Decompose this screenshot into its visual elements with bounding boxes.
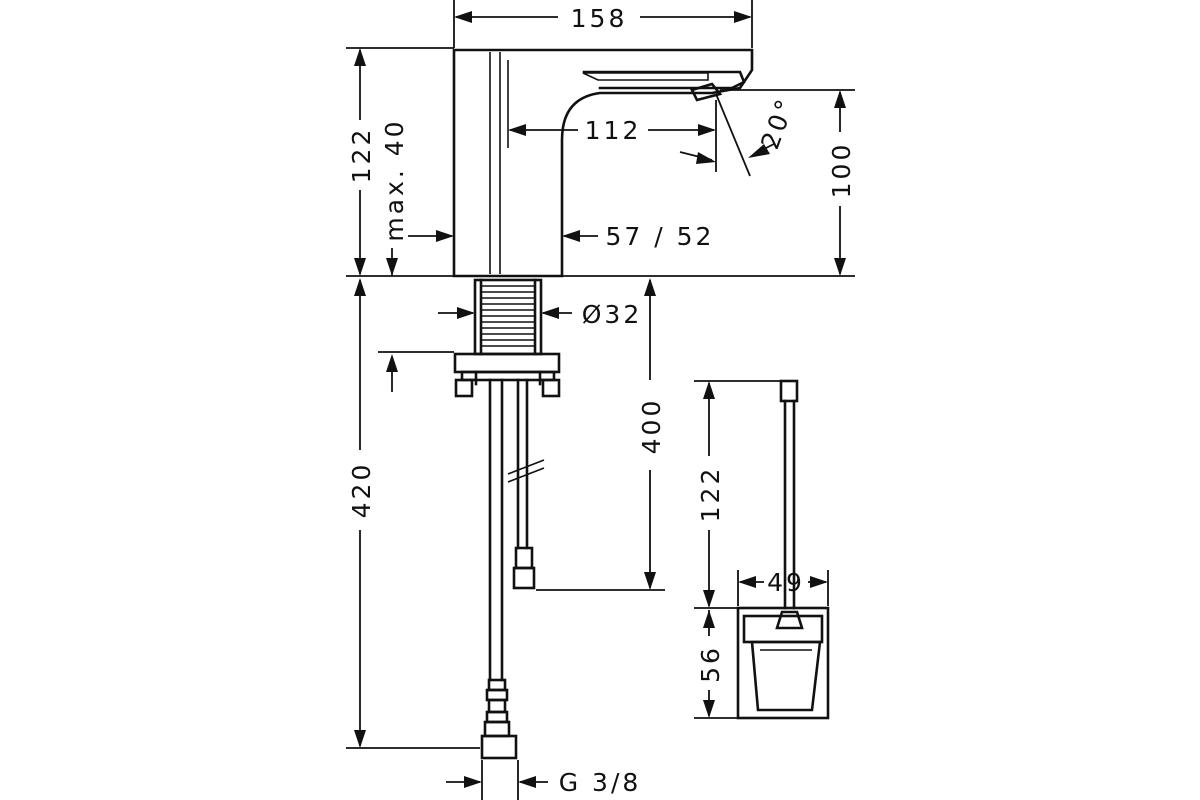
faucet-shank [453,278,561,398]
dim-body-width: 57 / 52 [606,222,715,251]
dim-hose-length: 400 [637,398,666,455]
dim-overall-width: 158 [571,4,628,33]
dim-box-cable: 122 [696,466,725,523]
dim-spout-height: 122 [347,127,376,184]
sensor-cable [507,378,545,590]
dim-max-thickness: max. 40 [380,118,409,241]
dim-outlet-height: 100 [827,142,856,199]
dim-total-length: 420 [347,462,376,519]
dim-spout-reach: 112 [585,116,642,145]
dim-shank-diameter: Ø32 [582,300,643,329]
dim-connection: G 3/8 [559,768,642,797]
dim-box-height: 56 [696,645,725,683]
dim-box-width: 49 [767,568,805,597]
control-box [736,379,830,720]
supply-hose [480,378,518,760]
dimension-lines [346,0,855,800]
faucet-body [452,48,754,278]
dim-spray-angle: 20° [755,93,800,153]
